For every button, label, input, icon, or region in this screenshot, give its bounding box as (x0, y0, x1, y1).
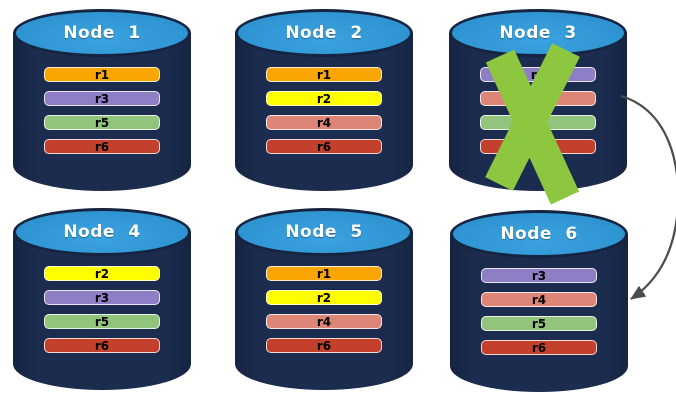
replica-list: r3 r4 r5 r6 (480, 67, 596, 154)
replica-bar-r5: r5 (481, 316, 597, 331)
replica-bar-r4: r4 (266, 115, 382, 130)
cylinder-top: Node 2 (235, 9, 413, 57)
node-6: Node 6 r3 r4 r5 r6 (450, 210, 628, 392)
replica-list: r1 r2 r4 r6 (266, 67, 382, 154)
cylinder-body (450, 234, 628, 392)
cylinder-top: Node 6 (450, 210, 628, 258)
cylinder-body (13, 232, 191, 390)
replica-bar-r6: r6 (480, 139, 596, 154)
node-3-label: Node 3 (499, 23, 577, 43)
replica-bar-r2: r2 (266, 91, 382, 106)
cylinder-top: Node 1 (13, 9, 191, 57)
replica-bar-r6: r6 (266, 338, 382, 353)
replica-bar-r1: r1 (266, 266, 382, 281)
replica-bar-r3: r3 (481, 268, 597, 283)
replica-list: r1 r3 r5 r6 (44, 67, 160, 154)
replica-bar-r1: r1 (44, 67, 160, 82)
replica-bar-r6: r6 (266, 139, 382, 154)
node-5-label: Node 5 (285, 222, 363, 242)
replica-bar-r3: r3 (44, 290, 160, 305)
cylinder-top: Node 4 (13, 208, 191, 256)
replica-bar-r3: r3 (44, 91, 160, 106)
replica-bar-r6: r6 (481, 340, 597, 355)
node-2: Node 2 r1 r2 r4 r6 (235, 9, 413, 191)
cylinder-body (13, 33, 191, 191)
replica-bar-r6: r6 (44, 338, 160, 353)
node-1: Node 1 r1 r3 r5 r6 (13, 9, 191, 191)
replica-bar-r4: r4 (266, 314, 382, 329)
replica-bar-r2: r2 (44, 266, 160, 281)
replica-bar-r3: r3 (480, 67, 596, 82)
replica-list: r2 r3 r5 r6 (44, 266, 160, 353)
node-5: Node 5 r1 r2 r4 r6 (235, 208, 413, 390)
cylinder-body (235, 232, 413, 390)
node-3-failed: Node 3 r3 r4 r5 r6 (449, 9, 627, 191)
cylinder-top: Node 5 (235, 208, 413, 256)
replica-bar-r5: r5 (44, 115, 160, 130)
replica-list: r1 r2 r4 r6 (266, 266, 382, 353)
replica-bar-r5: r5 (44, 314, 160, 329)
node-4: Node 4 r2 r3 r5 r6 (13, 208, 191, 390)
replica-bar-r1: r1 (266, 67, 382, 82)
cylinder-top: Node 3 (449, 9, 627, 57)
replica-list: r3 r4 r5 r6 (481, 268, 597, 355)
replica-bar-r4: r4 (481, 292, 597, 307)
replica-bar-r6: r6 (44, 139, 160, 154)
replica-bar-r4: r4 (480, 91, 596, 106)
replica-bar-r2: r2 (266, 290, 382, 305)
cylinder-body (235, 33, 413, 191)
node-1-label: Node 1 (63, 23, 141, 43)
relocation-arrow (620, 94, 676, 300)
replica-bar-r5: r5 (480, 115, 596, 130)
node-6-label: Node 6 (500, 224, 578, 244)
node-4-label: Node 4 (63, 222, 141, 242)
node-2-label: Node 2 (285, 23, 363, 43)
